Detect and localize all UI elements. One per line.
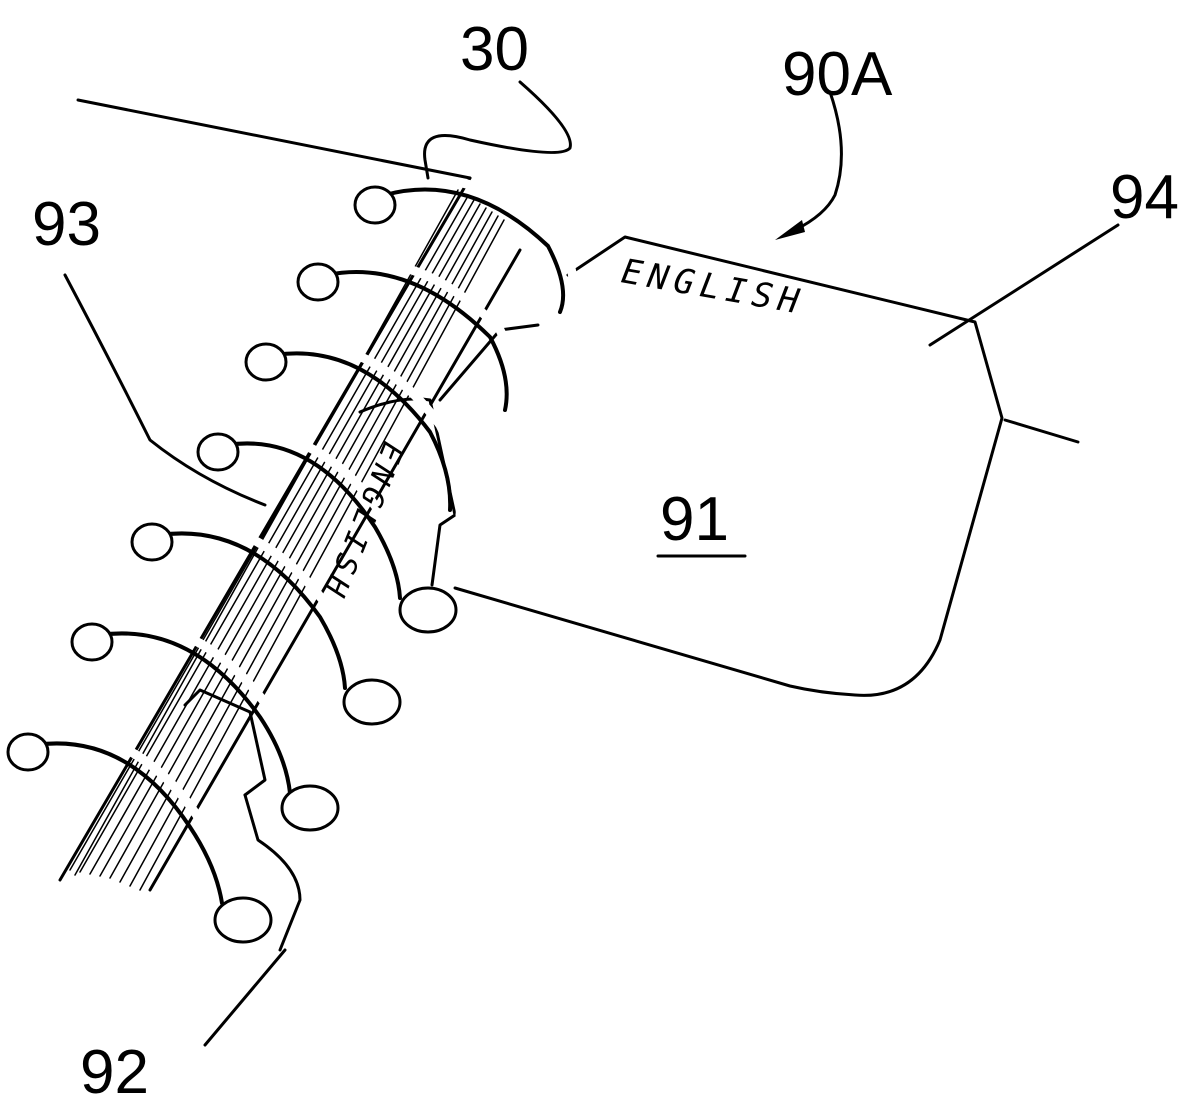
ref-label-30: 30 (460, 15, 529, 84)
tab-text-top: ENGLISH (618, 251, 807, 323)
page-edge (78, 100, 470, 178)
binding-coils (8, 179, 574, 942)
coil-7 (8, 733, 271, 942)
ref-label-93: 93 (32, 190, 101, 259)
ref-label-92: 92 (80, 1038, 149, 1105)
arrow-head-icon (775, 220, 805, 240)
ref-label-90a: 90A (782, 40, 893, 109)
ref-label-94: 94 (1110, 163, 1179, 232)
ref-label-91: 91 (660, 485, 729, 554)
